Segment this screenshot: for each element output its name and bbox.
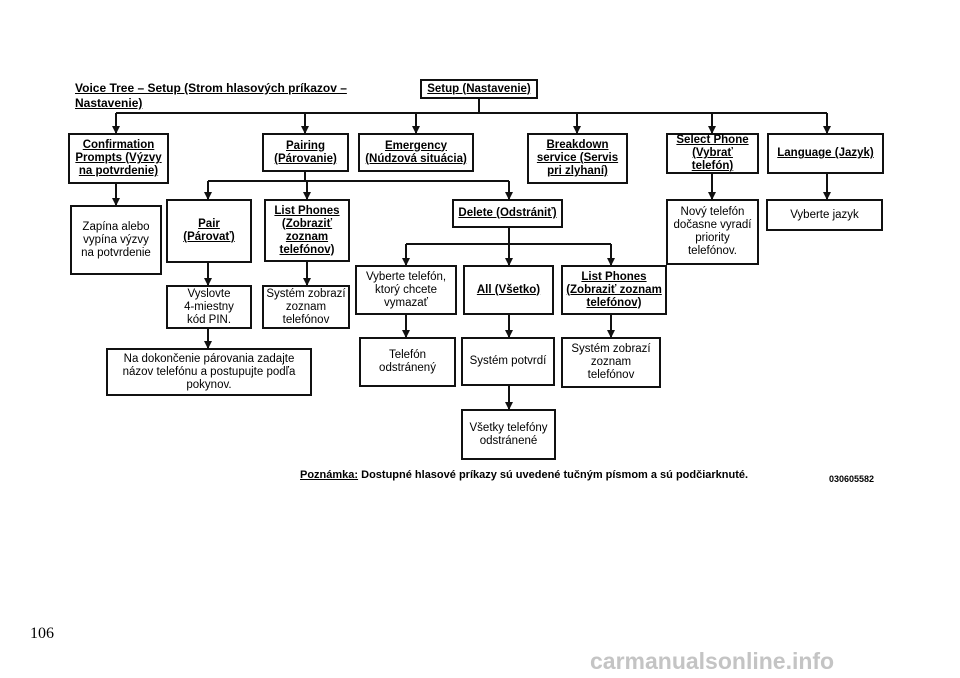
node-phone-removed: Telefón odstránený	[359, 337, 456, 387]
node-list-phones-delete: List Phones (Zobraziť zoznam telefónov)	[561, 265, 667, 315]
node-confirmation-prompts: Confirmation Prompts (Výzvy na potvrdeni…	[68, 133, 169, 184]
node-list-phones-description-2: Systém zobrazí zoznam telefónov	[561, 337, 661, 388]
footnote-text: Dostupné hlasové príkazy sú uvedené tučn…	[361, 469, 749, 481]
node-delete: Delete (Odstrániť)	[452, 199, 563, 228]
footnote: Poznámka: Dostupné hlasové príkazy sú uv…	[300, 469, 748, 481]
node-select-phone: Select Phone (Vybrať telefón)	[666, 133, 759, 174]
node-setup: Setup (Nastavenie)	[420, 79, 538, 99]
diagram-title: Voice Tree – Setup (Strom hlasových prík…	[75, 81, 347, 110]
node-language: Language (Jazyk)	[767, 133, 884, 174]
node-system-confirms: Systém potvrdí	[461, 337, 555, 386]
watermark: carmanualsonline.info	[590, 648, 835, 674]
node-confirmation-description: Zapína alebo vypína výzvy na potvrdenie	[70, 205, 162, 275]
node-pairing: Pairing (Párovanie)	[262, 133, 349, 172]
page-number: 106	[30, 625, 54, 642]
node-list-phones-description-1: Systém zobrazí zoznam telefónov	[262, 285, 350, 329]
node-say-pin: Vyslovte 4-miestny kód PIN.	[166, 285, 252, 329]
footnote-label: Poznámka:	[300, 469, 359, 481]
node-all-phones-removed: Všetky telefóny odstránené	[461, 409, 556, 460]
node-delete-all: All (Všetko)	[463, 265, 554, 315]
node-delete-choose-phone: Vyberte telefón, ktorý chcete vymazať	[355, 265, 457, 315]
node-select-phone-description: Nový telefón dočasne vyradí priority tel…	[666, 199, 759, 265]
node-pairing-finish-instructions: Na dokončenie párovania zadajte názov te…	[106, 348, 312, 396]
node-language-description: Vyberte jazyk	[766, 199, 883, 231]
node-emergency: Emergency (Núdzová situácia)	[358, 133, 474, 172]
node-pair: Pair (Párovať)	[166, 199, 252, 263]
node-breakdown-service: Breakdown service (Servis pri zlyhaní)	[527, 133, 628, 184]
figure-code: 030605582	[829, 474, 875, 484]
node-list-phones-pairing: List Phones (Zobraziť zoznam telefónov)	[264, 199, 350, 262]
